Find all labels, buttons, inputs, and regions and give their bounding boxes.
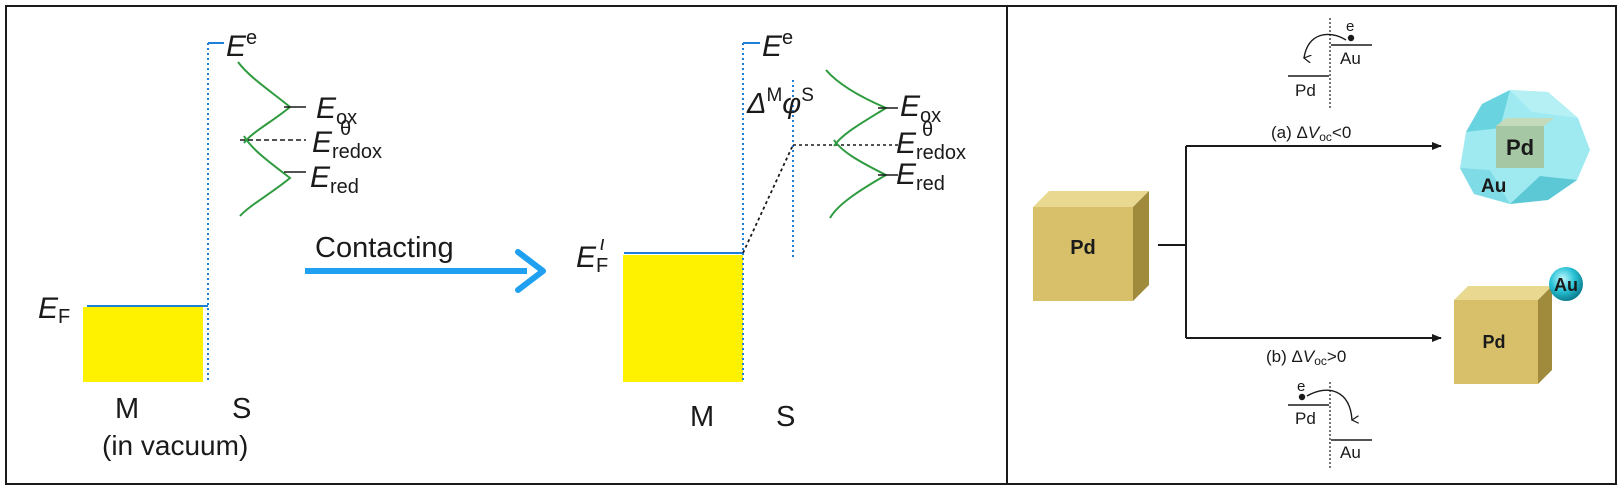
potential-label: ΔMφS [746, 85, 814, 120]
inset-a-electron-label: e [1346, 18, 1354, 35]
product-a-shell-label: Au [1481, 176, 1506, 197]
middle-panel: Ee ΔMφS ι EF Eox θ Eredox Ered M S [576, 27, 966, 433]
solution-label-middle: S [776, 401, 795, 433]
left-panel: Ee EF Eox θ Eredox Ered M S (in vacuum) [38, 27, 382, 461]
red-gaussian-left [239, 135, 292, 217]
inset-a-au-label: Au [1340, 49, 1361, 68]
red-label-middle: Ered [896, 158, 945, 195]
ox-gaussian-middle [825, 69, 889, 147]
redox-label-left: Eredox [312, 126, 382, 163]
fermi-label-left: EF [38, 292, 70, 328]
energy-e-label-middle: Ee [762, 27, 793, 63]
seed-label: Pd [1070, 237, 1096, 259]
contacting-arrow-head [515, 249, 546, 293]
metal-label-left: M [115, 393, 139, 425]
product-b-au-label: Au [1554, 275, 1578, 295]
inset-a-pd-label: Pd [1295, 81, 1316, 100]
product-a-core-label: Pd [1506, 135, 1534, 160]
metal-block-left [83, 307, 203, 382]
electron-transfer-inset-a: e Au Pd [1288, 18, 1372, 108]
redox-sup-middle: θ [922, 119, 933, 141]
metal-block-middle [623, 255, 743, 382]
inset-b-transfer-arrow [1306, 389, 1352, 420]
branch-b-label: (b) ΔVoc>0 [1266, 347, 1346, 368]
vacuum-note: (in vacuum) [102, 430, 248, 461]
ox-gaussian-left [237, 61, 292, 144]
redox-label-middle: Eredox [896, 127, 966, 164]
red-gaussian-middle [829, 139, 889, 219]
inset-b-electron-label: e [1297, 378, 1305, 395]
redox-sup-left: θ [340, 118, 351, 140]
ox-label-middle: Eox [900, 90, 941, 127]
fermi-sup-middle: ι [600, 233, 605, 255]
product-b-core-label: Pd [1482, 332, 1505, 352]
inset-b-electron [1298, 393, 1306, 401]
inset-b-au-label: Au [1340, 443, 1361, 462]
inset-a-electron [1347, 34, 1355, 42]
pd-seed-cube: Pd [1033, 191, 1149, 301]
contacting-label: Contacting [315, 232, 454, 264]
metal-label-middle: M [690, 401, 714, 433]
product-b-cube-with-dot: Pd Au [1454, 267, 1583, 384]
potential-drop-line [742, 144, 794, 254]
inset-b-pd-label: Pd [1295, 409, 1316, 428]
outer-border [5, 5, 1617, 485]
electron-transfer-inset-b: e Pd Au [1288, 378, 1372, 470]
inset-a-transfer-arrow [1304, 33, 1347, 58]
solution-label-left: S [232, 393, 251, 425]
right-panel: Pd (a) ΔVoc<0 (b) ΔVoc>0 e Au Pd [1033, 18, 1590, 470]
red-label-left: Ered [310, 161, 359, 198]
product-a-core [1496, 126, 1544, 168]
ox-label-left: Eox [316, 92, 357, 129]
contacting-arrow-group: Contacting [305, 232, 546, 293]
product-a-core-shell: Pd Au [1460, 90, 1590, 204]
branch-a-label: (a) ΔVoc<0 [1271, 123, 1351, 144]
product-b-au-dot [1549, 267, 1583, 301]
fermi-label-middle: EF [576, 241, 608, 277]
energy-e-label-left: Ee [226, 27, 257, 63]
